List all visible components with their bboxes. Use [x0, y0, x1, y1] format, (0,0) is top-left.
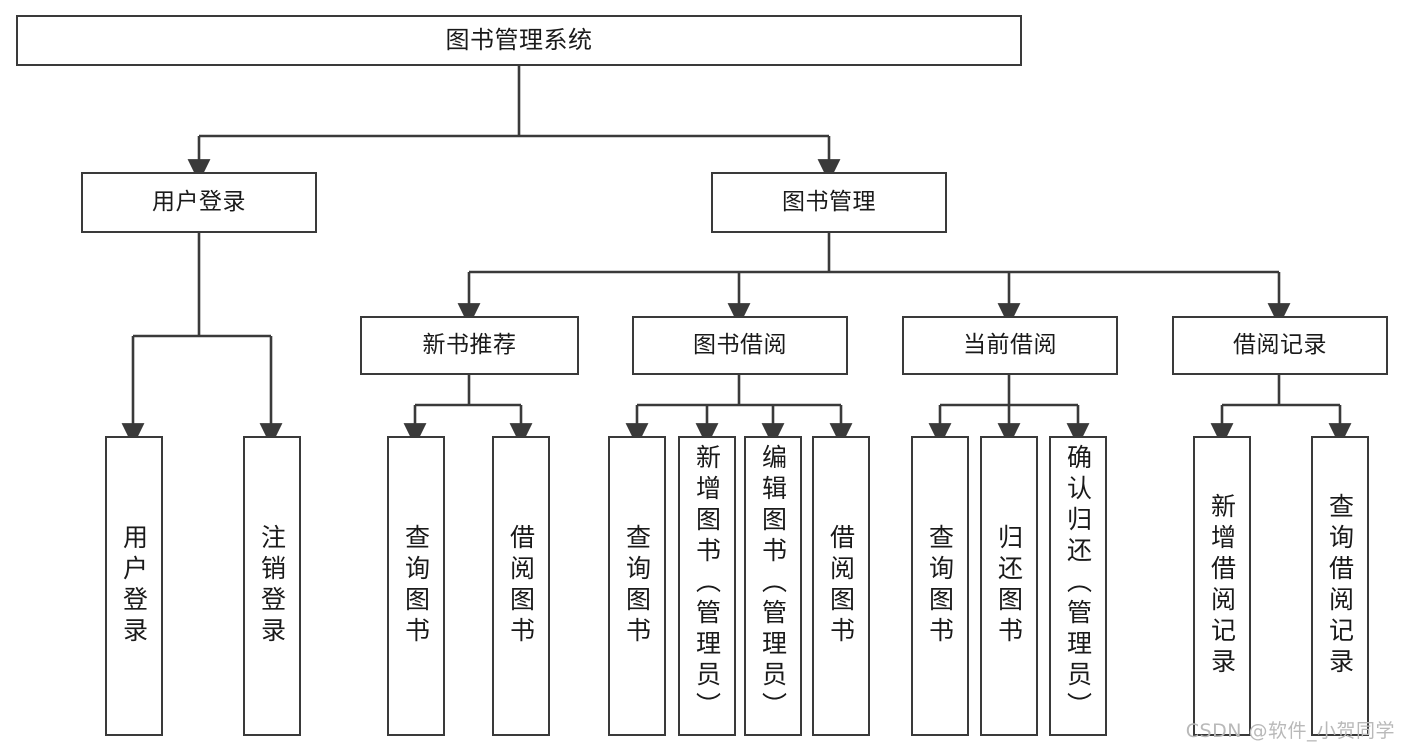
node-label: 确认归还（管理员） — [1063, 444, 1093, 723]
leaf-book-borrow-query-book[interactable]: 查询图书 — [608, 436, 666, 736]
node-book-management[interactable]: 图书管理 — [711, 172, 947, 233]
leaf-borrow-record-query-record[interactable]: 查询借阅记录 — [1311, 436, 1369, 736]
leaf-current-borrow-return-book[interactable]: 归还图书 — [980, 436, 1038, 736]
leaf-book-borrow-borrow-book[interactable]: 借阅图书 — [812, 436, 870, 736]
node-label: 新书推荐 — [422, 331, 517, 358]
node-book-borrow[interactable]: 图书借阅 — [632, 316, 848, 375]
watermark-text: CSDN @软件_小贺同学 — [1185, 720, 1395, 742]
leaf-current-borrow-query-book[interactable]: 查询图书 — [911, 436, 969, 736]
leaf-user-login-login[interactable]: 用户登录 — [105, 436, 163, 736]
node-label: 图书借阅 — [693, 331, 787, 358]
node-label: 借阅图书 — [506, 524, 536, 648]
node-label: 新增图书（管理员） — [692, 444, 722, 723]
node-label: 查询图书 — [401, 524, 431, 648]
leaf-new-book-borrow-book[interactable]: 借阅图书 — [492, 436, 550, 736]
node-label: 编辑图书（管理员） — [758, 444, 788, 723]
node-root-library-system[interactable]: 图书管理系统 — [16, 15, 1022, 66]
node-label: 用户登录 — [119, 524, 149, 648]
node-label: 归还图书 — [994, 524, 1024, 648]
node-label: 当前借阅 — [963, 331, 1057, 358]
leaf-new-book-query-book[interactable]: 查询图书 — [387, 436, 445, 736]
leaf-borrow-record-add-record[interactable]: 新增借阅记录 — [1193, 436, 1251, 736]
node-user-login[interactable]: 用户登录 — [81, 172, 317, 233]
leaf-user-login-logout[interactable]: 注销登录 — [243, 436, 301, 736]
node-label: 用户登录 — [152, 188, 246, 215]
node-label: 查询图书 — [925, 524, 955, 648]
node-label: 图书管理 — [782, 188, 876, 215]
node-current-borrow[interactable]: 当前借阅 — [902, 316, 1118, 375]
node-label: 借阅图书 — [826, 524, 856, 648]
node-label: 图书管理系统 — [445, 26, 593, 55]
node-label: 借阅记录 — [1233, 331, 1327, 358]
node-new-book-recommend[interactable]: 新书推荐 — [360, 316, 579, 375]
leaf-book-borrow-edit-book-admin[interactable]: 编辑图书（管理员） — [744, 436, 802, 736]
leaf-book-borrow-add-book-admin[interactable]: 新增图书（管理员） — [678, 436, 736, 736]
leaf-current-borrow-confirm-return-admin[interactable]: 确认归还（管理员） — [1049, 436, 1107, 736]
node-label: 新增借阅记录 — [1207, 493, 1237, 679]
node-borrow-record[interactable]: 借阅记录 — [1172, 316, 1388, 375]
node-label: 查询图书 — [622, 524, 652, 648]
node-label: 查询借阅记录 — [1325, 493, 1355, 679]
node-label: 注销登录 — [257, 524, 287, 648]
